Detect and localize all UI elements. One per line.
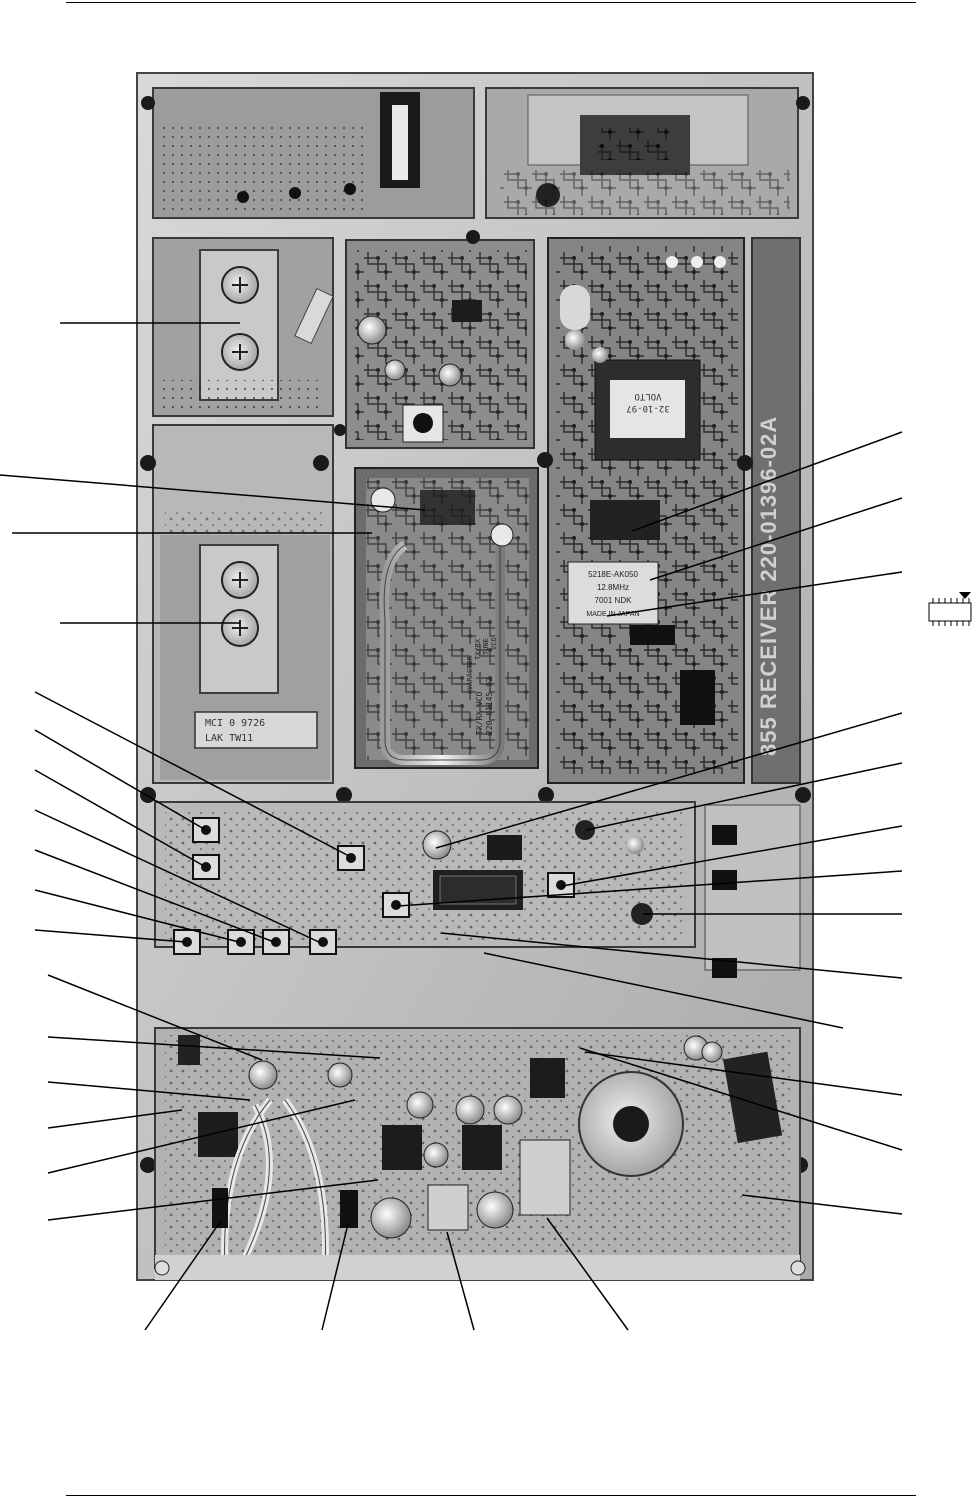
top-right-compartment: [485, 87, 799, 219]
vco-side-1: VARACTOR: [466, 655, 474, 690]
upper-filter-compartment: [152, 237, 334, 417]
vco-side-3: TUNE: [482, 638, 490, 655]
receiver-label: 855 RECEIVER 220-01396-02A: [756, 416, 781, 756]
mounting-holes: [140, 96, 811, 1173]
lower-filter-compartment: MCI 0 9726 LAK TW11: [152, 424, 334, 784]
vco-side-2: TX/RX: [474, 638, 482, 660]
vco-compartment: TX/RX VCO 220-01145-02 VARACTOR TX/RX TU…: [354, 467, 539, 769]
label-strip: 855 RECEIVER 220-01396-02A: [751, 237, 801, 784]
crystal-line-2: 12.8MHz: [597, 583, 629, 592]
filter-label-line-2: LAK TW11: [205, 733, 253, 744]
power-board: [154, 1027, 806, 1280]
filter-label-line-1: MCI 0 9726: [205, 718, 265, 729]
eeprom-line-2: 32-10-97: [626, 403, 669, 413]
vco-text-2: 220-01145-02: [485, 677, 494, 735]
ic-chip-pin1-marker-icon: [928, 592, 972, 626]
crystal-line-1: 5218E-AK050: [588, 570, 638, 579]
leader-lines: [0, 322, 903, 1331]
header-rule: [66, 2, 916, 3]
top-left-compartment: [152, 87, 475, 219]
rf-board: [345, 239, 535, 449]
digital-board: VOLTO 32-10-97 5218E-AK050 12.8MHz 7001 …: [547, 237, 745, 784]
footer-rule: [66, 1495, 916, 1496]
vco-text-1: TX/RX VCO: [475, 691, 484, 735]
vco-side-4: VCO: [490, 637, 498, 650]
eeprom-line-1: VOLTO: [634, 391, 661, 401]
crystal-line-3: 7001 NDK: [595, 596, 633, 605]
